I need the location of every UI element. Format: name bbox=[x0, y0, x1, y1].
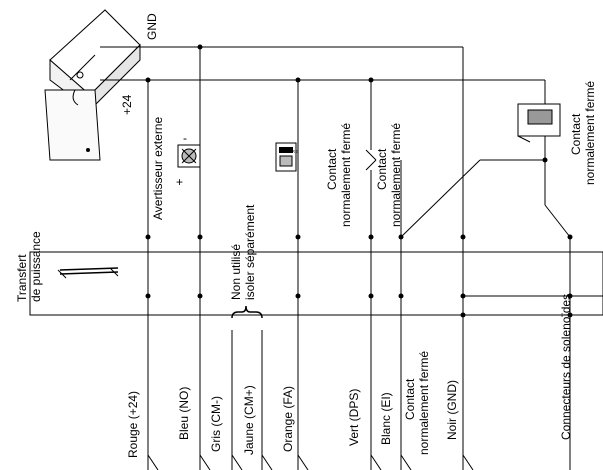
wire-label-bleu: Bleu (NO) bbox=[177, 387, 191, 440]
nc-right-label-2: normalement fermé bbox=[583, 81, 597, 185]
nc-right-label-1: Contact bbox=[569, 113, 583, 155]
alarm-icon bbox=[177, 144, 201, 168]
solenoid-device-icon bbox=[517, 103, 561, 143]
nc-bottom-label-2: normalement fermé bbox=[417, 351, 431, 455]
unused-label-2: isoler séparément bbox=[243, 204, 257, 300]
alarm-minus: - bbox=[183, 131, 187, 145]
wire-label-noir: Noir (GND) bbox=[445, 380, 459, 440]
alarm-plus: + bbox=[176, 175, 183, 189]
wire-label-rouge: Rouge (+24) bbox=[126, 391, 140, 458]
nc1-label-2: normalement fermé bbox=[339, 123, 353, 227]
fire-text: FIRE bbox=[288, 149, 298, 154]
nc2-label-1: Contact bbox=[375, 148, 389, 190]
brace-icon bbox=[231, 305, 263, 319]
fire-panel-icon bbox=[275, 142, 297, 172]
relay-icon bbox=[57, 267, 119, 279]
unused-label-1: Non utilisé bbox=[229, 244, 243, 300]
wire-ends bbox=[147, 454, 474, 470]
wire-labels: Rouge (+24) Bleu (NO) Gris (CM-) Jaune (… bbox=[126, 380, 459, 458]
wire-label-gris: Gris (CM-) bbox=[209, 396, 223, 452]
wire-label-orange: Orange (FA) bbox=[281, 386, 295, 452]
solenoid-connectors-label: Connecteurs de solenoïdes bbox=[559, 294, 573, 440]
switch-icon bbox=[365, 149, 377, 171]
wire-label-jaune: Jaune (CM+) bbox=[242, 385, 256, 455]
ext-alarm-label: Avertisseur externe bbox=[151, 117, 165, 220]
plus24-label: +24 bbox=[120, 94, 134, 115]
wire-label-blanc: Blanc (EI) bbox=[379, 392, 393, 445]
power-transfer-label-2: de puissance bbox=[29, 231, 43, 302]
power-transfer-label-1: Transfert bbox=[15, 254, 29, 302]
nc2-label-2: normalement fermé bbox=[389, 123, 403, 227]
power-transfer-box bbox=[29, 251, 603, 316]
cabinet-icon bbox=[44, 9, 141, 161]
nc-bottom-label-1: Contact bbox=[403, 378, 417, 420]
gnd-label: GND bbox=[145, 13, 159, 40]
wire-label-vert: Vert (DPS) bbox=[347, 389, 361, 446]
junction-dots bbox=[145, 234, 573, 318]
nc1-label-1: Contact bbox=[325, 148, 339, 190]
